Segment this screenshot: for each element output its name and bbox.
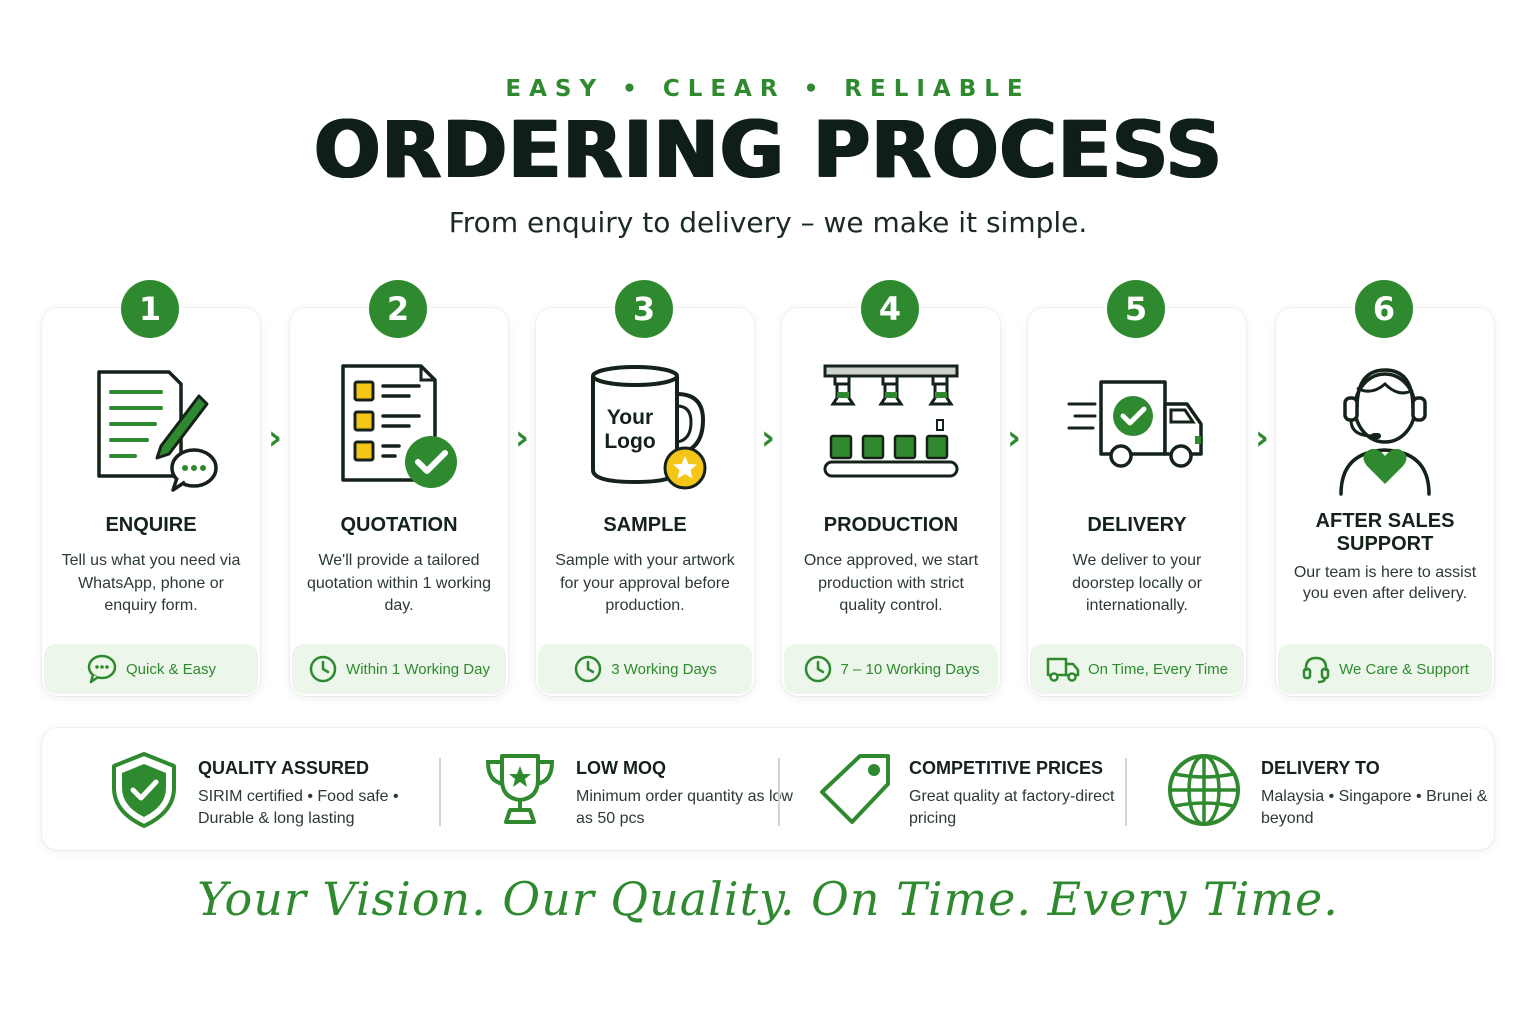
- clock-icon: [804, 655, 831, 683]
- tagline-separator: •: [803, 76, 827, 102]
- tagline-word-clear: CLEAR: [662, 76, 786, 102]
- step-timing-label: 3 Working Days: [611, 660, 717, 678]
- step-title: QUOTATION: [340, 514, 458, 536]
- feature-divider: [778, 758, 780, 826]
- truck-icon: [1046, 657, 1080, 682]
- feature-title: LOW MOQ: [576, 758, 666, 778]
- feature-description: SIRIM certified • Food safe • Durable & …: [198, 788, 399, 827]
- feature-divider: [1125, 758, 1127, 826]
- step-timing-pill: 7 – 10 Working Days: [784, 644, 998, 694]
- form-with-pen-icon: [97, 370, 218, 492]
- step-title: ENQUIRE: [105, 514, 197, 536]
- next-step-arrow: ›: [1254, 418, 1269, 458]
- slogan: Your Vision. Our Quality. On Time. Every…: [197, 872, 1339, 926]
- step-title: PRODUCTION: [823, 514, 959, 536]
- page-title: ORDERING PROCESS: [313, 106, 1223, 196]
- step-card-production: 4 PRODUCTION Once approved, we start pro…: [782, 280, 1000, 696]
- step-timing-pill: On Time, Every Time: [1030, 644, 1244, 694]
- step-number-badge: 4: [861, 280, 919, 338]
- clock-icon: [574, 655, 602, 683]
- next-step-arrow: ›: [760, 418, 775, 458]
- feature-title: DELIVERY TO: [1261, 758, 1380, 778]
- step-timing-label: We Care & Support: [1339, 660, 1469, 678]
- step-title: AFTER SALES SUPPORT: [1315, 510, 1455, 555]
- tagline-separator: •: [622, 76, 645, 102]
- shield-check-icon: [112, 752, 176, 828]
- step-number-badge: 2: [369, 280, 427, 338]
- step-timing-pill: Quick & Easy: [44, 644, 258, 694]
- feature-description: Great quality at factory-direct pricing: [909, 788, 1115, 827]
- step-title: SAMPLE: [603, 514, 687, 536]
- step-description: Sample with your artwork for your approv…: [555, 552, 735, 614]
- step-description: Our team is here to assist you even afte…: [1293, 564, 1477, 602]
- next-step-arrow: ›: [267, 418, 282, 458]
- mug-with-logo-icon: Your Logo: [591, 365, 707, 490]
- features-bar: QUALITY ASSURED SIRIM certified • Food s…: [42, 728, 1494, 850]
- step-number-badge: 3: [615, 280, 673, 338]
- headset-icon: [1302, 656, 1330, 684]
- step-description: We'll provide a tailored quotation withi…: [306, 552, 492, 614]
- chat-bubble-icon: [87, 654, 117, 684]
- feature-title: COMPETITIVE PRICES: [909, 758, 1104, 778]
- clock-icon: [309, 655, 337, 683]
- step-title: DELIVERY: [1087, 514, 1187, 536]
- step-timing-label: Quick & Easy: [125, 660, 217, 678]
- feature-title: QUALITY ASSURED: [198, 758, 370, 778]
- step-card-delivery: 5 DELIVERY We deliver to your doorstep l…: [1028, 280, 1246, 696]
- tagline: EASY • CLEAR • RELIABLE: [0, 76, 1536, 102]
- price-tag-icon: [820, 754, 890, 824]
- step-timing-pill: 3 Working Days: [538, 644, 752, 694]
- mug-logo-text: Your: [607, 406, 653, 429]
- step-description: We deliver to your doorstep locally or i…: [1072, 552, 1202, 614]
- step-description: Once approved, we start production with …: [803, 552, 979, 614]
- feature-description: Malaysia • Singapore • Brunei & beyond: [1261, 788, 1488, 827]
- checklist-document-icon: [341, 364, 457, 488]
- next-step-arrow: ›: [514, 418, 529, 458]
- step-timing-pill: Within 1 Working Day: [292, 644, 506, 694]
- step-card-quotation: 2 QUOTATION We'll provide a tailored quo…: [290, 280, 508, 696]
- step-description: Tell us what you need via WhatsApp, phon…: [61, 552, 241, 614]
- feature-description: Minimum order quantity as low as 50 pcs: [576, 788, 793, 827]
- production-line-icon: [823, 364, 959, 478]
- step-timing-label: Within 1 Working Day: [346, 660, 490, 678]
- globe-icon: [1168, 754, 1240, 826]
- delivery-truck-icon: [1067, 380, 1203, 468]
- step-timing-label: On Time, Every Time: [1087, 660, 1229, 678]
- step-timing-label: 7 – 10 Working Days: [840, 660, 980, 678]
- step-card-sample: 3 Your Logo SAMPLE Sample with your artw…: [536, 280, 754, 696]
- step-number-badge: 1: [121, 280, 179, 338]
- support-agent-icon: [1339, 368, 1431, 496]
- page-subtitle: From enquiry to delivery – we make it si…: [448, 206, 1088, 239]
- trophy-icon: [485, 754, 555, 824]
- next-step-arrow: ›: [1006, 418, 1021, 458]
- mug-logo-text: Logo: [604, 430, 655, 453]
- step-number-badge: 6: [1355, 280, 1413, 338]
- step-card-after-sales-support: 6 AFTER SALES SUPPORT Our team is here t…: [1276, 280, 1494, 696]
- tagline-word-easy: EASY: [505, 76, 605, 102]
- feature-divider: [439, 758, 441, 826]
- step-number-badge: 5: [1107, 280, 1165, 338]
- tagline-word-reliable: RELIABLE: [844, 76, 1031, 102]
- step-timing-pill: We Care & Support: [1278, 644, 1492, 694]
- step-card-enquire: 1 ENQUIRE Tell us what you need via What…: [42, 280, 260, 696]
